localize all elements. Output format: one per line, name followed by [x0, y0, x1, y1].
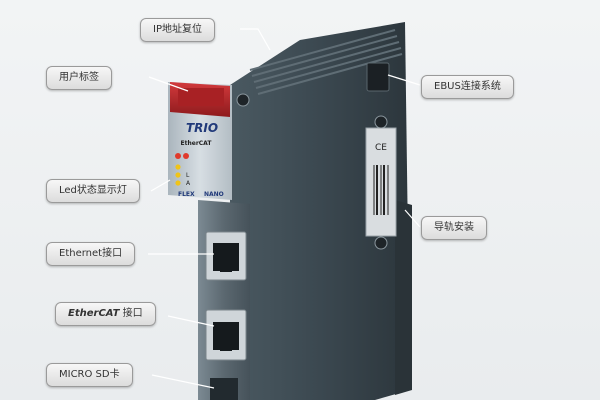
- callout-label: Led状态显示灯: [59, 185, 127, 196]
- led-icon: [183, 153, 189, 159]
- ethercat-logo: EtherCAT: [181, 140, 213, 147]
- flex-logo: FLEX: [178, 191, 195, 198]
- led-icon: [175, 172, 181, 178]
- callout-ethernet-port: Ethernet接口: [46, 242, 136, 266]
- callout-ebus: EBUS连接系统: [421, 75, 514, 99]
- led-icon: [175, 153, 181, 159]
- callout-led-display: Led状态显示灯: [46, 179, 140, 203]
- screw-icon: [236, 93, 250, 107]
- nano-logo: NANO: [204, 191, 224, 198]
- svg-text:CE: CE: [375, 143, 387, 153]
- controller-housing: CE: [230, 22, 412, 400]
- micro-sd-slot: [210, 378, 238, 400]
- barcode: [373, 165, 389, 215]
- callout-label: Ethernet接口: [59, 248, 123, 259]
- led-icon: [175, 180, 181, 186]
- ethercat-brand-text: EtherCAT: [68, 308, 120, 319]
- callout-label: IP地址复位: [153, 24, 202, 35]
- screw-icon: [374, 115, 388, 129]
- cooling-ribs: [249, 29, 403, 95]
- callout-ip-reset: IP地址复位: [140, 18, 215, 42]
- callout-label: 用户标签: [59, 72, 99, 83]
- led-icon: [175, 164, 181, 170]
- leader-lines: [148, 28, 421, 389]
- callout-label: EBUS连接系统: [434, 81, 501, 92]
- callout-rail-mount: 导轨安装: [421, 216, 487, 240]
- ebus-connector: [366, 62, 390, 92]
- connector-panel: [198, 200, 250, 400]
- callout-ethercat-port: EtherCAT 接口: [55, 302, 156, 326]
- callout-label: 导轨安装: [434, 222, 474, 233]
- callout-user-label: 用户标签: [46, 66, 112, 90]
- callout-micro-sd: MICRO SD卡: [46, 363, 133, 387]
- front-faceplate: TRIO EtherCAT L A FLEX NANO: [168, 82, 232, 200]
- screw-icon: [374, 236, 388, 250]
- trio-logo: TRIO: [186, 121, 218, 135]
- led-letter: A: [186, 180, 191, 187]
- led-letter: L: [186, 172, 190, 179]
- callout-label: MICRO SD卡: [59, 369, 120, 380]
- callout-label: 接口: [122, 308, 143, 319]
